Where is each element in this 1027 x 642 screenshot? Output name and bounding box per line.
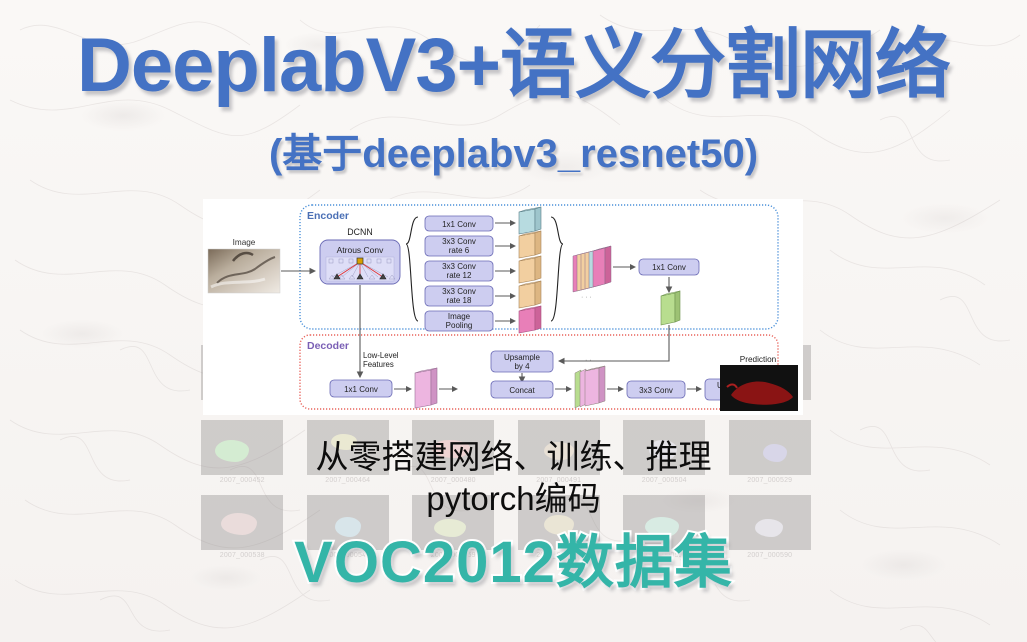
page-title: DeeplabV3+语义分割网络: [77, 23, 951, 108]
thumbnail-image: [728, 495, 811, 550]
thumbnail-image: [412, 420, 495, 475]
decoder-conv1-label: 1x1 Conv: [344, 385, 378, 394]
atrous-conv-label: Atrous Conv: [337, 245, 385, 255]
thumbnail-item: 2007_000584: [620, 495, 709, 570]
upsample-top-label-2: by 4: [514, 362, 530, 371]
thumbnail-image: [623, 495, 706, 550]
aspp-branch-rate: rate 18: [447, 296, 472, 305]
thumbnail-filename: 2007_000504: [641, 477, 687, 484]
thumbnail-filename: 2007_000590: [747, 552, 793, 559]
deeplabv3plus-architecture-diagram: Encoder Decoder Image DCNN Atrous Conv: [203, 199, 803, 415]
thumbnail-item: 2007_000464: [304, 420, 393, 495]
thumbnail-filename: 2007_000584: [641, 552, 687, 559]
aspp-branch-label: 3x3 Conv: [442, 262, 476, 271]
dcnn-label: DCNN: [347, 227, 372, 237]
page-subtitle: (基于deeplabv3_resnet50): [268, 132, 759, 176]
aspp-branch-label: 3x3 Conv: [442, 237, 476, 246]
thumbnail-filename: 2007_000491: [536, 477, 582, 484]
thumbnail-item: 2007_000480: [409, 420, 498, 495]
thumbnail-image: [306, 495, 389, 550]
thumbnail-image: [306, 420, 389, 475]
thumbnail-filename: 2007_000549: [325, 552, 371, 559]
thumbnail-item: 2007_000491: [515, 420, 604, 495]
thumbnail-item: 2007_000452: [198, 420, 287, 495]
aspp-branch-rate: rate 6: [449, 246, 470, 255]
thumbnail-item: 2007_000549: [304, 495, 393, 570]
upsample-top-label-1: Upsample: [504, 353, 541, 362]
aspp-branch-label: 1x1 Conv: [442, 220, 476, 229]
thumbnail-filename: 2007_000559: [430, 552, 476, 559]
concat-label: Concat: [509, 386, 535, 395]
thumbnail-filename: 2007_000538: [219, 552, 265, 559]
image-label: Image: [233, 238, 256, 247]
subtitle-block: 从零搭建网络、训练、推理 pytorch编码: [0, 436, 1027, 519]
thumbnail-item: 2007_000529: [726, 420, 815, 495]
thumbnail-image: [623, 420, 706, 475]
aspp-branch-label: 3x3 Conv: [442, 287, 476, 296]
subtitle-line-2: pytorch编码: [426, 479, 601, 517]
thumbnail-filename: 2007_000480: [430, 477, 476, 484]
subtitle-line-1: 从零搭建网络、训练、推理: [315, 438, 712, 475]
thumbnail-image: [728, 420, 811, 475]
thumbnail-item: 2007_000504: [620, 420, 709, 495]
thumbnail-image: [412, 495, 495, 550]
prediction-label: Prediction: [740, 355, 777, 364]
thumbnail-image: [201, 495, 284, 550]
lowlevel-features-label-1: Low-Level: [363, 351, 399, 360]
thumbnail-item: 2007_000559: [409, 495, 498, 570]
encoder-label: Encoder: [307, 210, 349, 222]
dataset-title: VOC2012数据集: [292, 530, 734, 595]
thumbnail-filename: 2007_000464: [325, 477, 371, 484]
aspp-branch-pooling: Pooling: [446, 321, 473, 330]
thumbnail-item: 2007_000572: [515, 495, 604, 570]
thumbnail-filename: 2007_000529: [747, 477, 793, 484]
decoder-conv3-label: 3x3 Conv: [639, 386, 673, 395]
aspp-branch-rate: rate 12: [447, 271, 472, 280]
thumbnail-image: [517, 495, 600, 550]
svg-text:· ·: · ·: [585, 357, 592, 364]
svg-text:· · ·: · · ·: [581, 294, 592, 301]
thumbnail-image: [201, 420, 284, 475]
aspp-branch-label: Image: [448, 312, 471, 321]
thumbnail-item: 2007_000590: [726, 495, 815, 570]
encoder-final-conv-label: 1x1 Conv: [652, 263, 686, 272]
lowlevel-features-label-2: Features: [363, 360, 394, 369]
thumbnail-image: [517, 420, 600, 475]
thumbnail-filename: 2007_000452: [219, 477, 265, 484]
decoder-label: Decoder: [307, 340, 349, 352]
thumbnail-item: 2007_000538: [198, 495, 287, 570]
thumbnail-filename: 2007_000572: [536, 552, 582, 559]
